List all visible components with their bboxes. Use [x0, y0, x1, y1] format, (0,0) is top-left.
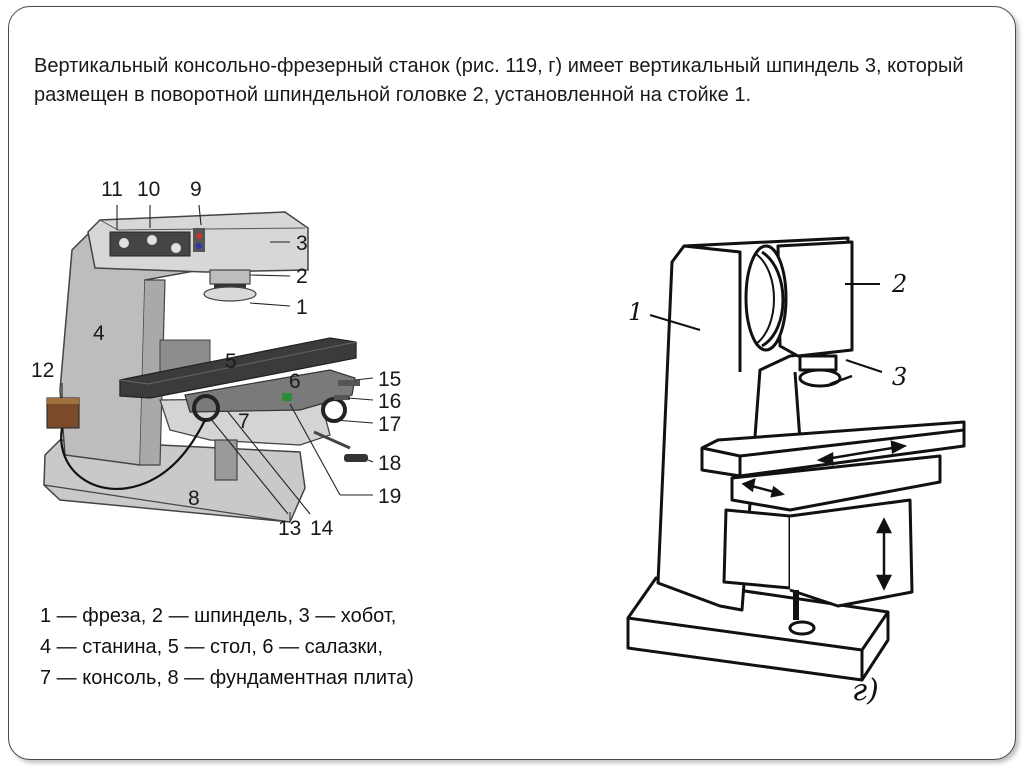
legend: 1 — фреза, 2 — шпиндель, 3 — хобот, 4 — …	[40, 601, 414, 694]
label-9: 9	[190, 178, 202, 201]
saddle	[184, 369, 356, 413]
legend-line-1: 1 — фреза, 2 — шпиндель, 3 — хобот,	[40, 605, 397, 627]
label-13: 13	[278, 517, 301, 540]
handwheel-right	[321, 397, 347, 423]
label-19: 19	[378, 485, 401, 508]
label-7: 7	[238, 410, 250, 433]
label-15: 15	[378, 368, 401, 391]
legend-line-2: 4 — станина, 5 — стол, 6 — салазки,	[40, 636, 384, 658]
label-3: 3	[296, 232, 308, 255]
label-11: 11	[101, 178, 123, 201]
label-12: 12	[31, 359, 54, 382]
label-5: 5	[225, 350, 237, 373]
label-17: 17	[378, 413, 401, 436]
worktable	[119, 337, 357, 399]
legend-line-3: 7 — консоль, 8 — фундаментная плита)	[40, 667, 414, 689]
label-4: 4	[93, 322, 105, 345]
label-6: 6	[289, 370, 301, 393]
description-text: Вертикальный консольно-фрезерный станок …	[34, 55, 964, 106]
label-16: 16	[378, 390, 401, 413]
label-8: 8	[188, 487, 200, 510]
spindle	[209, 269, 251, 285]
label-10: 10	[137, 178, 160, 201]
label-1: 1	[296, 296, 308, 319]
label-18: 18	[378, 452, 401, 475]
label-14: 14	[310, 517, 334, 540]
label-2: 2	[296, 265, 308, 288]
handwheel-left	[192, 394, 220, 422]
cutter	[203, 286, 257, 302]
